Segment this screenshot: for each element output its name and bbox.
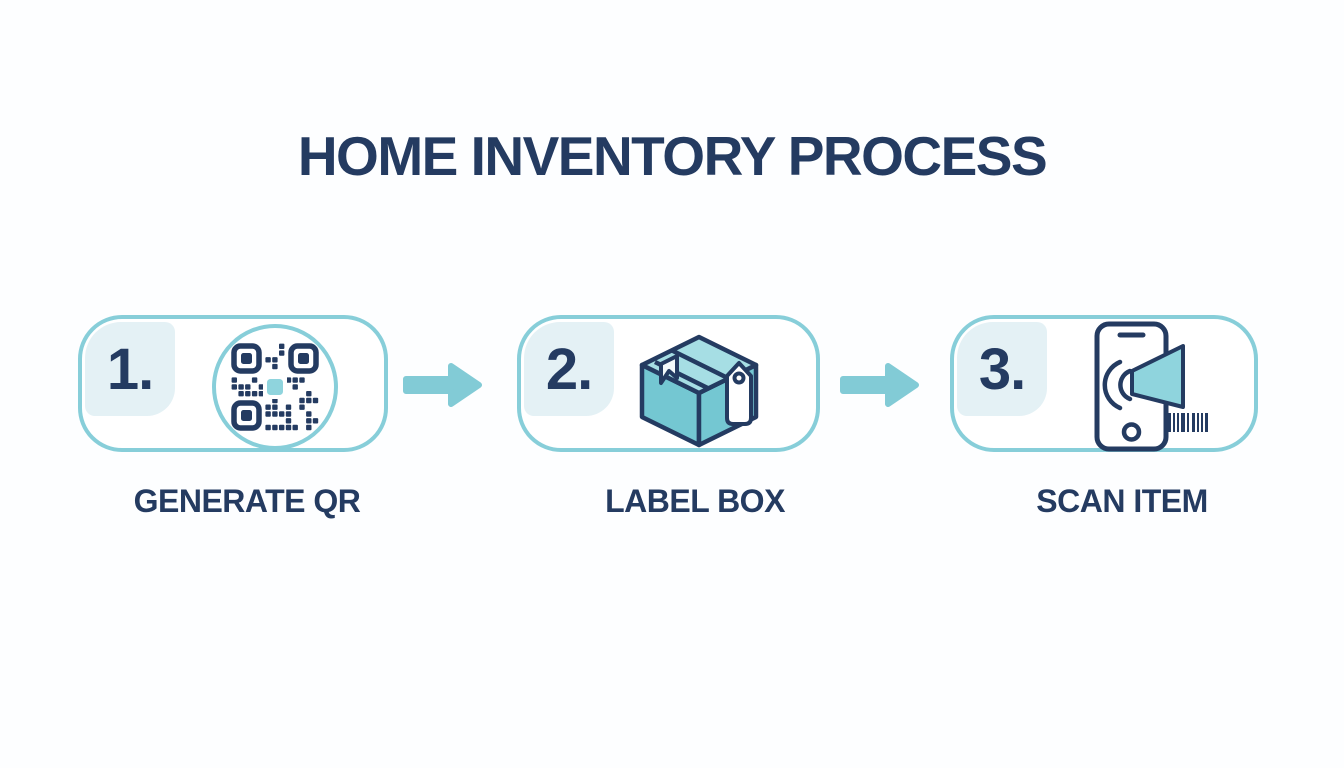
step-label-scan-item: SCAN ITEM (1036, 483, 1208, 519)
right-arrow-icon (403, 363, 482, 407)
right-arrow-icon (840, 363, 919, 407)
scan-waves (1102, 359, 1133, 411)
step-label-label-box: LABEL BOX (605, 483, 785, 519)
phone-scan-icon (1094, 321, 1208, 452)
step-card-generate-qr: 1. (78, 315, 388, 452)
step-label-generate-qr: GENERATE QR (133, 483, 361, 519)
barcode (1168, 413, 1208, 432)
step-number-badge: 3. (957, 322, 1047, 416)
qr-circle-frame (212, 324, 338, 450)
box-with-tag-icon (639, 334, 759, 448)
step-number: 3. (978, 336, 1026, 402)
step-number-badge: 2. (524, 322, 614, 416)
tape-flap (659, 354, 679, 385)
phone-home-button (1121, 422, 1142, 442)
step-number: 1. (106, 336, 154, 402)
scan-beam (1130, 344, 1185, 409)
step-card-scan-item: 3. (950, 315, 1258, 452)
step-number: 2. (545, 336, 593, 402)
qr-code-icon (231, 343, 319, 431)
qr-center-square (267, 379, 283, 395)
page-title: HOME INVENTORY PROCESS (297, 125, 1048, 187)
step-number-badge: 1. (85, 322, 175, 416)
step-card-label-box: 2. (517, 315, 820, 452)
